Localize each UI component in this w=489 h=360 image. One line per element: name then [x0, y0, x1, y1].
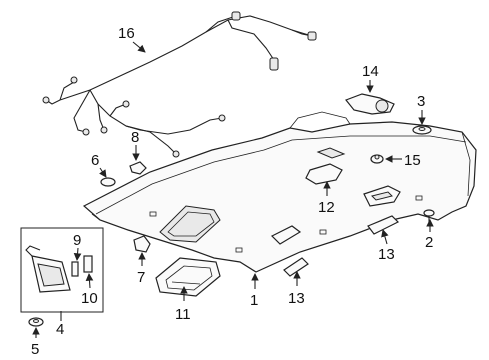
- retainer-15: [370, 154, 384, 164]
- callout-6: 6: [91, 152, 99, 169]
- callout-13-right: 13: [378, 246, 395, 263]
- lamp-bracket: [345, 93, 395, 115]
- callout-13-center: 13: [288, 290, 305, 307]
- callout-12: 12: [318, 199, 335, 216]
- washer-5: [28, 317, 44, 327]
- callout-3: 3: [417, 93, 425, 110]
- callout-2: 2: [425, 234, 433, 251]
- sunvisor-inset: [20, 227, 104, 321]
- map-lamp-bezel: [363, 185, 401, 207]
- callout-5: 5: [31, 341, 39, 358]
- callout-16: 16: [118, 25, 135, 42]
- overhead-console: [155, 257, 221, 297]
- callout-1: 1: [250, 292, 258, 309]
- clip-3: [412, 125, 432, 135]
- callout-14: 14: [362, 63, 379, 80]
- console-trim: [305, 147, 346, 185]
- leader-lines: [32, 41, 434, 338]
- wire-harness: [42, 11, 317, 158]
- grab-handle-center: [283, 257, 309, 277]
- callout-15: 15: [404, 152, 421, 169]
- grab-handle-right: [367, 215, 400, 235]
- callout-4: 4: [56, 321, 64, 338]
- clip-7: [133, 235, 151, 253]
- callout-9: 9: [73, 232, 81, 249]
- callout-10: 10: [81, 290, 98, 307]
- handle-cover: [270, 225, 302, 245]
- bracket-8: [129, 161, 147, 175]
- clip-6: [100, 177, 116, 187]
- callout-7: 7: [137, 269, 145, 286]
- dome-light-opening: [159, 205, 221, 243]
- callout-8: 8: [131, 129, 139, 146]
- callout-11: 11: [175, 306, 191, 323]
